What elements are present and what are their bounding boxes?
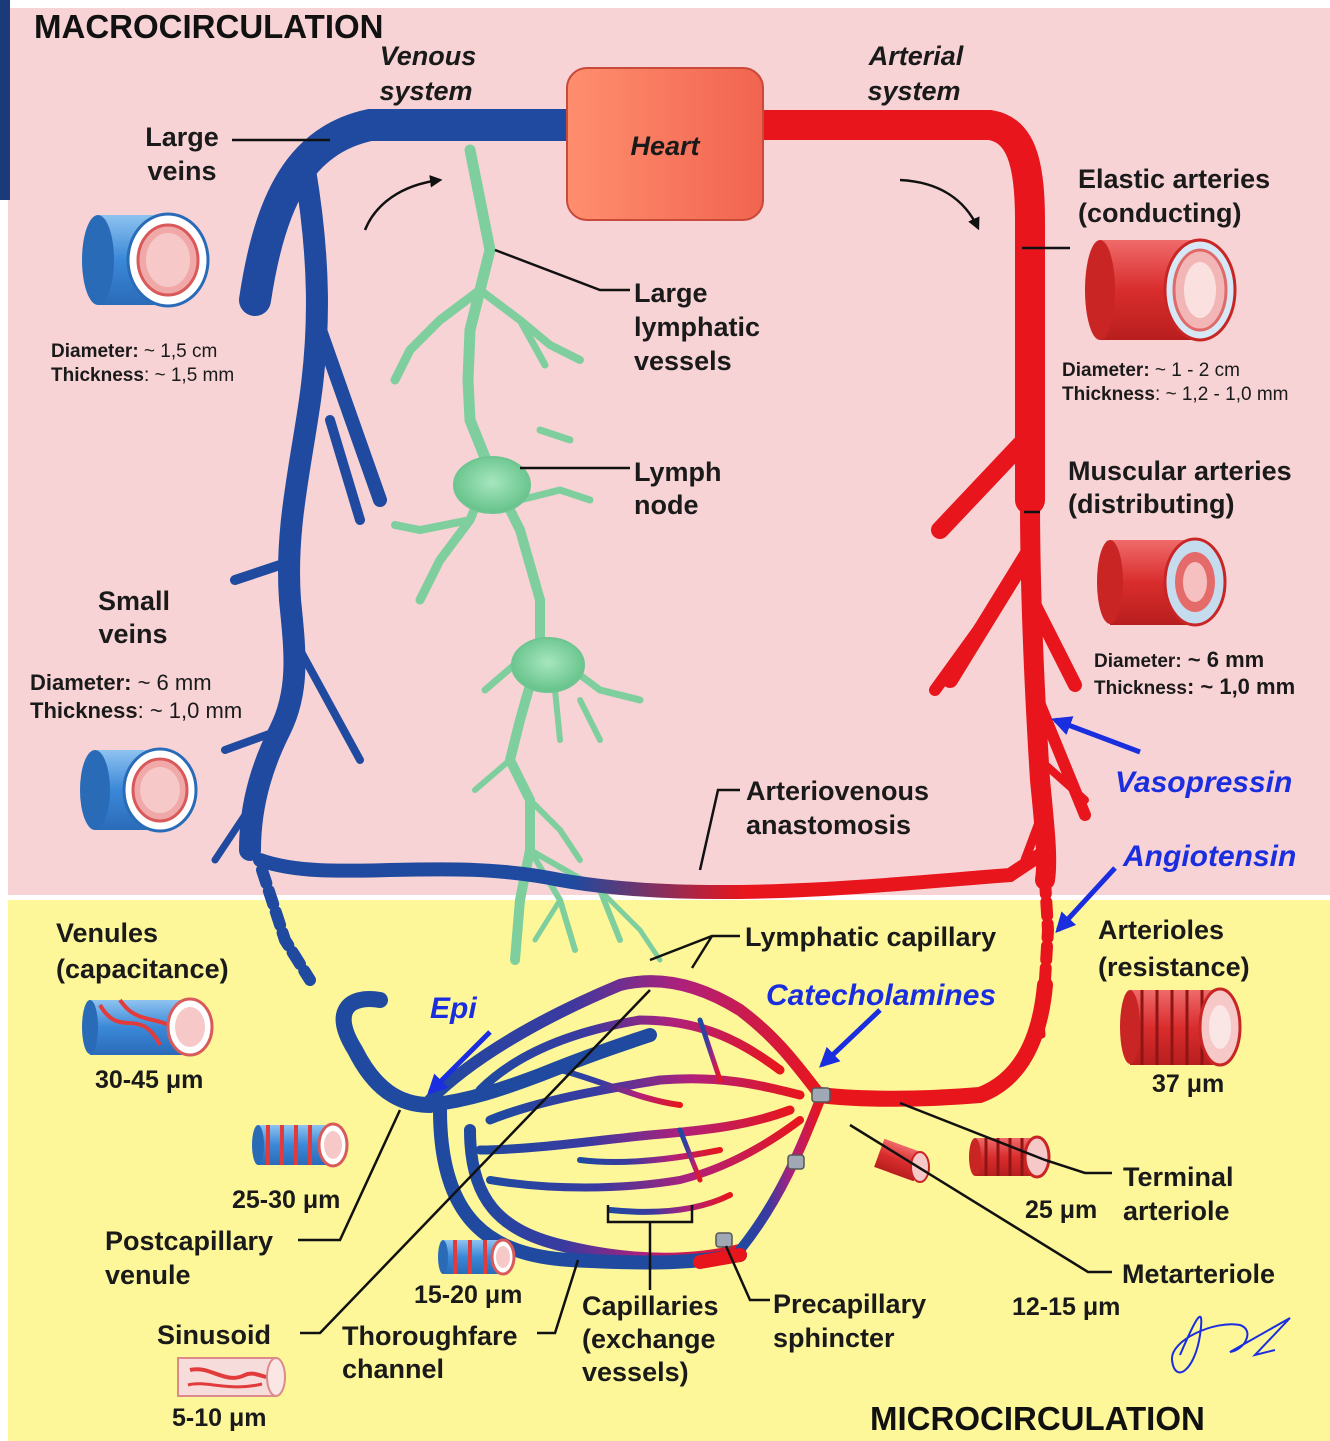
lymph-node-upper xyxy=(454,457,530,513)
large-lymphatic-label: Large xyxy=(634,278,708,308)
arterioles-label-2: (resistance) xyxy=(1098,952,1250,982)
elastic-arteries-label: Elastic arteries xyxy=(1078,164,1270,194)
postcapillary-cylinder-icon xyxy=(252,1124,347,1166)
terminal-arteriole-label: Terminal xyxy=(1123,1162,1234,1192)
large-veins-label-2: veins xyxy=(147,156,216,186)
micro-title: MICROCIRCULATION xyxy=(870,1400,1205,1437)
postcapillary-label-2: venule xyxy=(105,1260,191,1290)
thoroughfare-label-2: channel xyxy=(342,1354,444,1384)
capillary-cylinder-icon xyxy=(438,1240,514,1274)
elastic-arteries-label-2: (conducting) xyxy=(1078,198,1241,228)
capillaries-label: Capillaries xyxy=(582,1291,719,1321)
metarteriole-size: 12-15 μm xyxy=(1012,1293,1120,1321)
muscular-thickness: Thickness: ~ 1,0 mm xyxy=(1094,674,1295,699)
muscular-arteries-label: Muscular arteries xyxy=(1068,456,1292,486)
venous-system-label-2: system xyxy=(379,76,472,106)
sphincter-2 xyxy=(788,1155,804,1169)
metarteriole-label: Metarteriole xyxy=(1122,1259,1275,1289)
epi-label: Epi xyxy=(430,992,477,1025)
capillary-size: 15-20 μm xyxy=(414,1281,522,1309)
capillaries-label-2: (exchange xyxy=(582,1324,716,1354)
lymph-node-label-2: node xyxy=(634,490,699,520)
left-edge-bar xyxy=(0,0,10,200)
large-lymphatic-label-2: lymphatic xyxy=(634,312,760,342)
postcap-size: 25-30 μm xyxy=(232,1186,340,1214)
sinusoid-size: 5-10 μm xyxy=(172,1404,267,1432)
terminal-size: 25 μm xyxy=(1025,1196,1097,1224)
muscular-artery-cylinder-icon xyxy=(1097,539,1225,625)
small-veins-diameter: Diameter: ~ 6 mm xyxy=(30,670,212,695)
lymph-node-label: Lymph xyxy=(634,457,722,487)
postcapillary-label: Postcapillary xyxy=(105,1226,273,1256)
elastic-diameter: Diameter: ~ 1 - 2 cm xyxy=(1062,360,1240,381)
arterioles-size: 37 μm xyxy=(1152,1070,1224,1098)
small-veins-label: Small xyxy=(98,586,170,616)
lymphatic-capillary-label: Lymphatic capillary xyxy=(745,922,996,952)
sinusoid-label: Sinusoid xyxy=(157,1320,271,1350)
small-vein-cylinder-icon xyxy=(80,749,196,831)
muscular-diameter: Diameter: ~ 6 mm xyxy=(1094,647,1264,672)
arterial-system-label-2: system xyxy=(867,76,960,106)
av-anastomosis-label-2: anastomosis xyxy=(746,810,911,840)
sphincter-3 xyxy=(716,1233,732,1247)
large-vein-cylinder-icon xyxy=(82,214,208,306)
terminal-arteriole-label-2: arteriole xyxy=(1123,1196,1230,1226)
large-veins-diameter: Diameter: ~ 1,5 cm xyxy=(51,341,217,362)
small-veins-label-2: veins xyxy=(98,619,167,649)
venules-label: Venules xyxy=(56,918,158,948)
catecholamines-label: Catecholamines xyxy=(766,979,996,1012)
venule-cylinder-icon xyxy=(82,999,212,1055)
av-anastomosis-label: Arteriovenous xyxy=(746,776,929,806)
vasopressin-label: Vasopressin xyxy=(1115,766,1292,799)
heart-label: Heart xyxy=(630,131,700,161)
sinusoid-cylinder-icon xyxy=(178,1358,285,1396)
elastic-thickness: Thickness: ~ 1,2 - 1,0 mm xyxy=(1062,384,1289,405)
precapillary-label-2: sphincter xyxy=(773,1323,895,1353)
sphincter-1 xyxy=(812,1088,830,1102)
venules-label-2: (capacitance) xyxy=(56,954,229,984)
arteriole-cylinder-icon xyxy=(1120,989,1240,1065)
elastic-artery-cylinder-icon xyxy=(1085,240,1235,340)
arterioles-label: Arterioles xyxy=(1098,915,1224,945)
large-veins-label: Large xyxy=(145,122,219,152)
macro-title: MACROCIRCULATION xyxy=(34,8,384,45)
large-veins-thickness: Thickness: ~ 1,5 mm xyxy=(51,365,234,386)
precapillary-label: Precapillary xyxy=(773,1289,926,1319)
venous-system-label: Venous xyxy=(380,41,477,71)
lymph-node-lower xyxy=(512,638,584,692)
muscular-arteries-label-2: (distributing) xyxy=(1068,489,1234,519)
capillaries-label-3: vessels) xyxy=(582,1357,689,1387)
arterial-system-label: Arterial xyxy=(868,41,964,71)
thoroughfare-label: Thoroughfare xyxy=(342,1321,518,1351)
large-lymphatic-label-3: vessels xyxy=(634,346,732,376)
angiotensin-label: Angiotensin xyxy=(1122,840,1296,873)
venules-size: 30-45 μm xyxy=(95,1066,203,1094)
small-veins-thickness: Thickness: ~ 1,0 mm xyxy=(30,698,242,723)
